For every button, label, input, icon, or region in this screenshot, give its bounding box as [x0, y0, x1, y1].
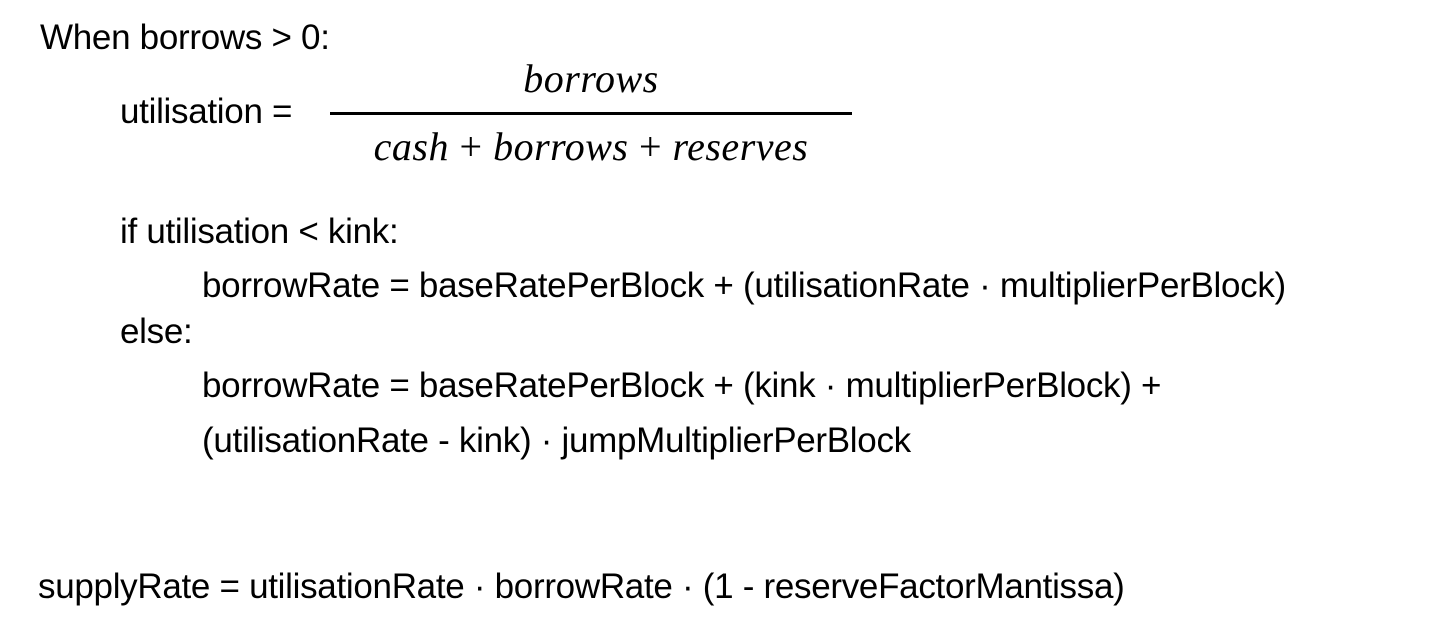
denominator-plus-2: +	[628, 124, 673, 169]
fraction-numerator: borrows	[523, 56, 659, 101]
else-borrow-rate-line-1: borrowRate = baseRatePerBlock + (kink · …	[202, 366, 1162, 405]
else-borrow-rate-line-2: (utilisationRate - kink) · jumpMultiplie…	[202, 421, 911, 460]
denominator-term-borrows: borrows	[493, 124, 629, 169]
supply-rate-line: supplyRate = utilisationRate · borrowRat…	[38, 567, 1125, 606]
denominator-plus-1: +	[449, 124, 494, 169]
header-line: When borrows > 0:	[40, 18, 330, 57]
if-line: if utilisation < kink:	[120, 212, 399, 251]
fraction-denominator: cash + borrows + reserves	[330, 124, 852, 170]
denominator-term-cash: cash	[373, 124, 449, 169]
else-line: else:	[120, 312, 193, 351]
denominator-term-reserves: reserves	[672, 124, 809, 169]
utilisation-label: utilisation =	[120, 92, 293, 131]
if-borrow-rate-line: borrowRate = baseRatePerBlock + (utilisa…	[202, 266, 1286, 305]
fraction-bar	[330, 112, 852, 115]
